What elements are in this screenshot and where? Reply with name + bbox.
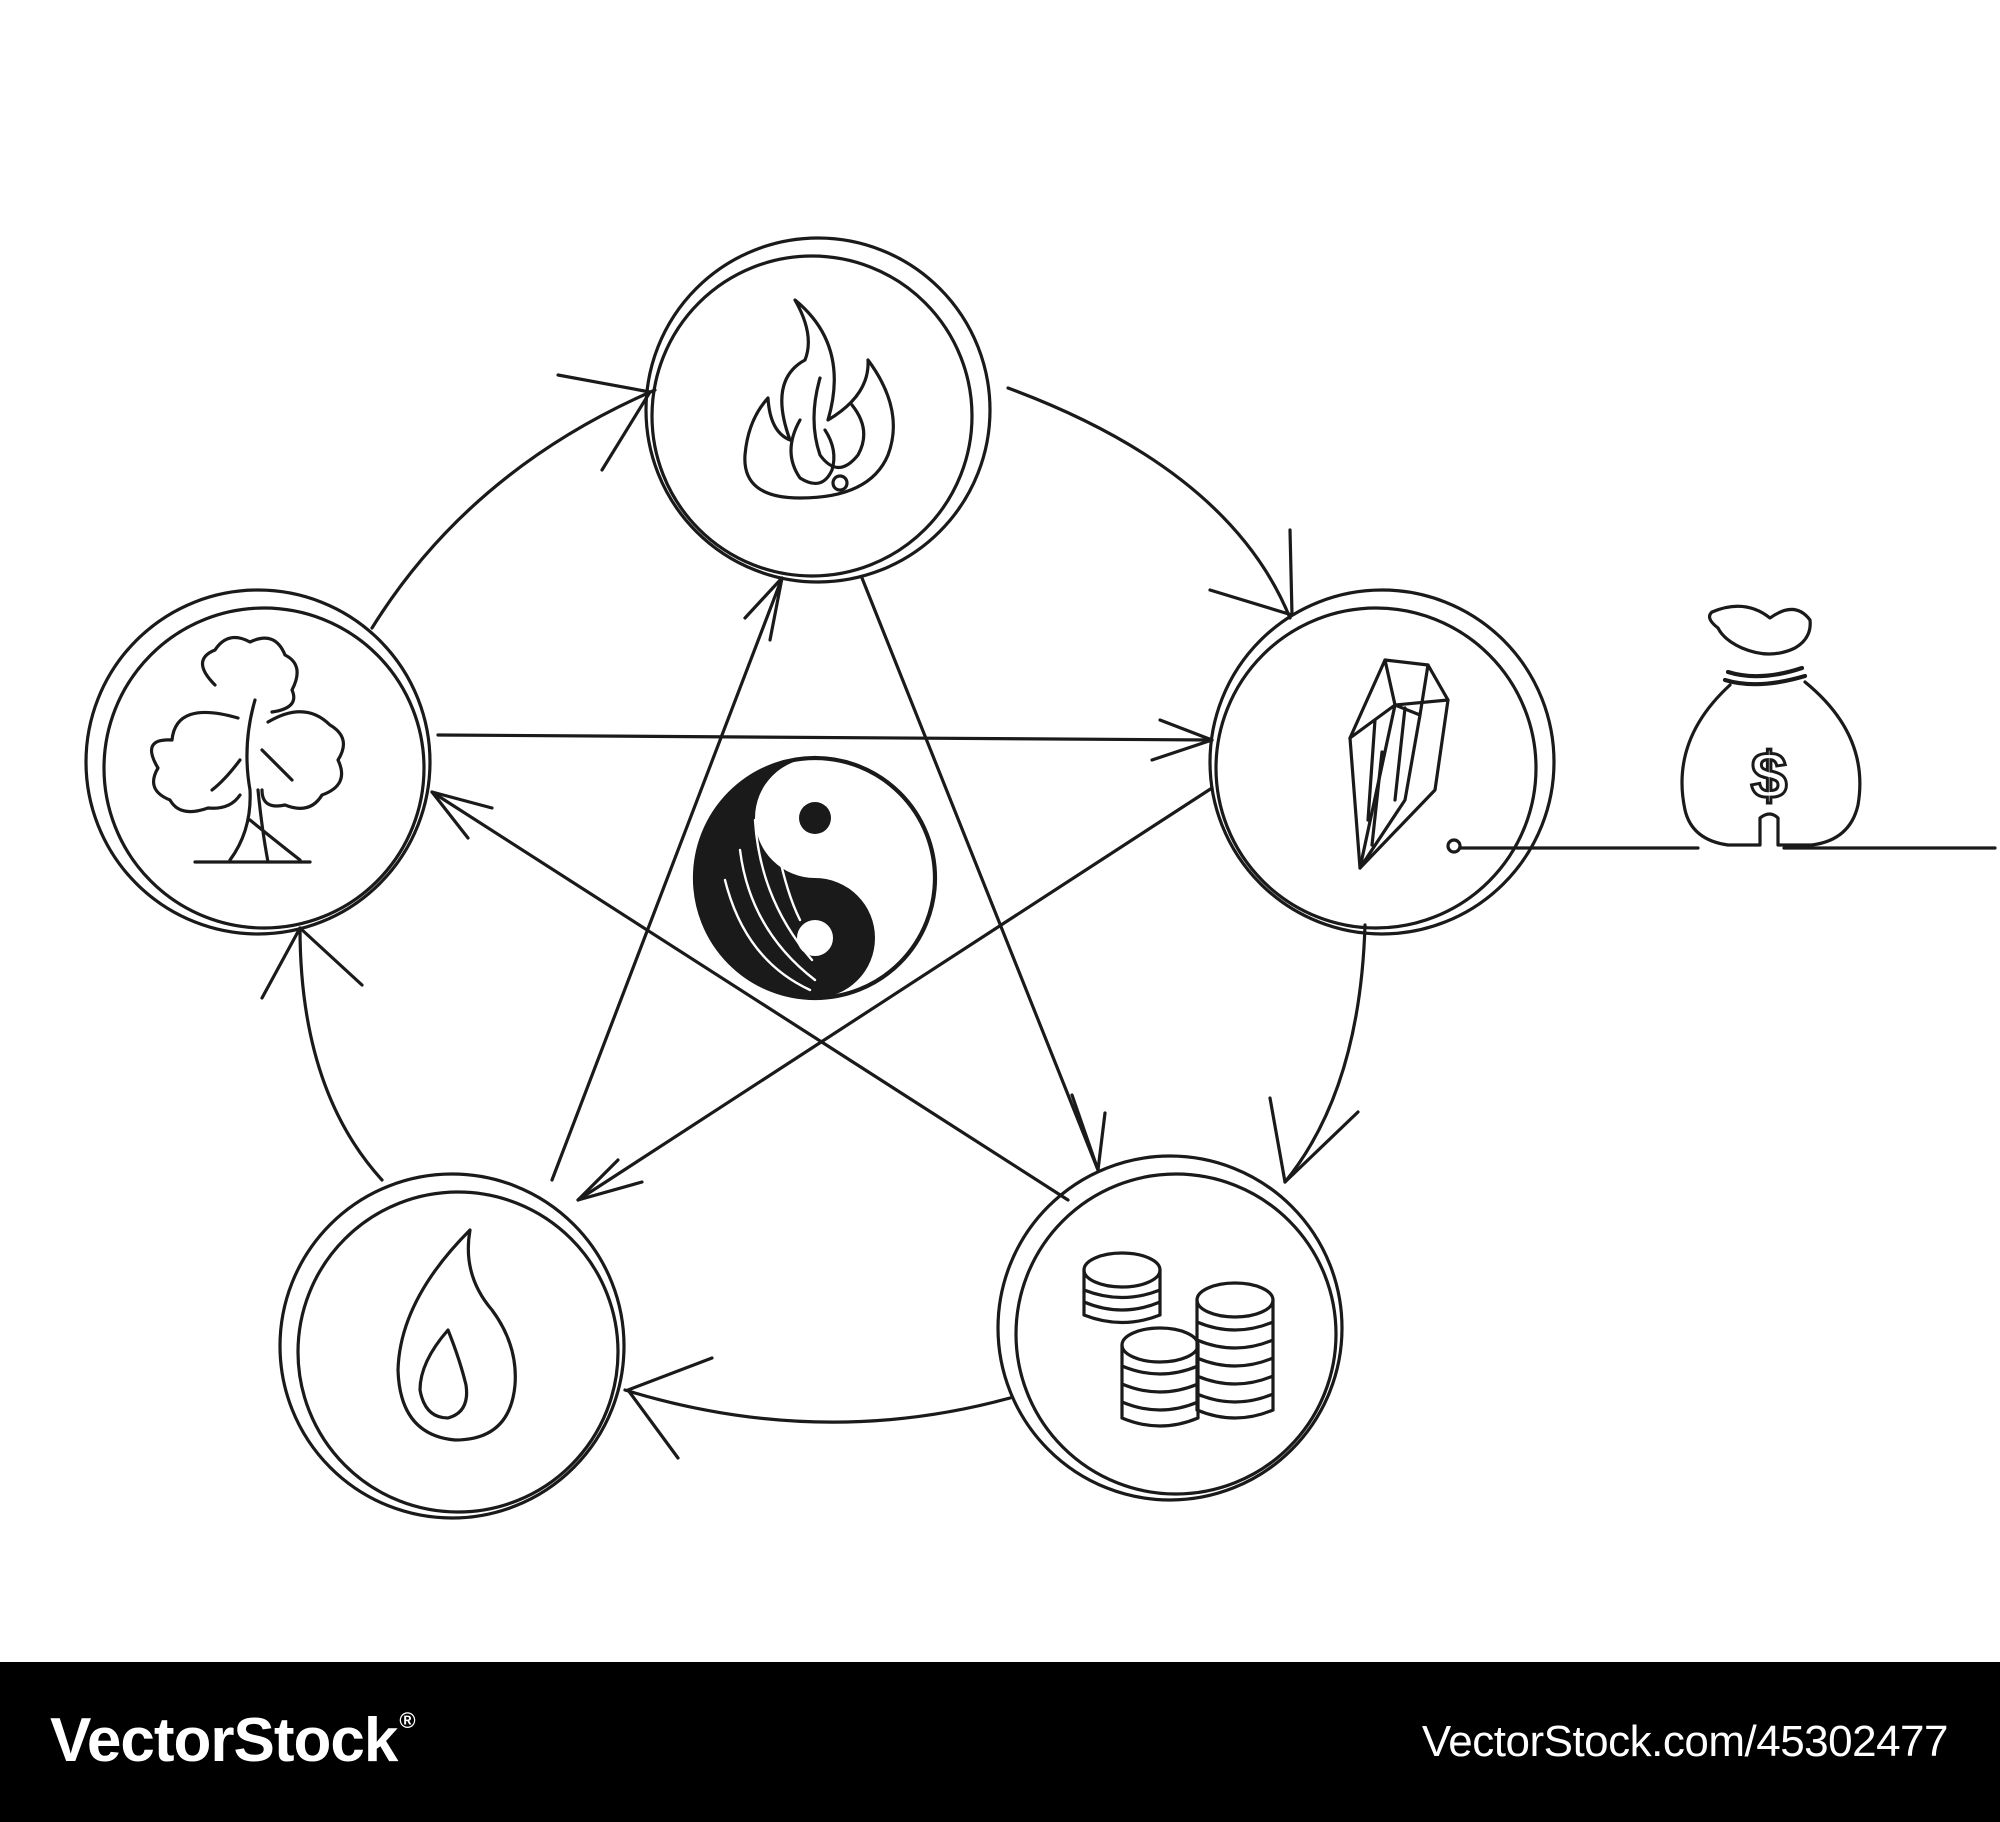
element-metal-ring-outer bbox=[1208, 588, 1556, 936]
tree-canopy-top bbox=[200, 635, 299, 714]
element-coins-ring-outer bbox=[996, 1154, 1344, 1502]
cycle-arrowhead-fire-metal bbox=[1208, 528, 1294, 617]
star-line-fire-coins bbox=[860, 576, 1100, 1172]
star-arrowhead-metal-water bbox=[576, 1158, 644, 1202]
element-wood-ring-inner bbox=[102, 606, 426, 930]
brand-name: VectorStock bbox=[50, 1706, 398, 1775]
vectorstock-logo: VectorStock® bbox=[50, 1708, 416, 1772]
element-coins-ring-inner bbox=[1014, 1172, 1338, 1496]
yin-yang-icon bbox=[692, 755, 938, 1001]
element-water-ring-inner bbox=[296, 1190, 620, 1514]
element-fire bbox=[644, 236, 992, 584]
drop-outer bbox=[396, 1228, 517, 1442]
element-metal bbox=[1208, 588, 1556, 936]
registered-mark: ® bbox=[399, 1708, 415, 1733]
money-bag-top bbox=[1707, 604, 1812, 656]
cycle-arc-metal-coins bbox=[1283, 923, 1367, 1184]
flame-core bbox=[831, 474, 849, 492]
image-id-url: VectorStock.com/45302477 bbox=[1421, 1717, 1949, 1766]
money-bag-symbol: $ bbox=[1751, 738, 1788, 812]
tree-icon bbox=[149, 635, 346, 864]
element-circles bbox=[84, 236, 1556, 1520]
cycle-arrowhead-coins-water bbox=[626, 1356, 714, 1460]
money-bag-tie bbox=[1722, 665, 1808, 687]
crystal-detail bbox=[1370, 750, 1384, 847]
coin-right-top bbox=[1195, 1281, 1275, 1319]
element-coins bbox=[996, 1154, 1344, 1502]
element-water bbox=[278, 1172, 626, 1520]
flame-mid bbox=[812, 376, 866, 470]
crystal-facets bbox=[1358, 658, 1430, 870]
cycle-arc-fire-metal bbox=[1006, 386, 1292, 620]
element-metal-ring-inner bbox=[1214, 606, 1538, 930]
tree-canopy-right bbox=[260, 710, 346, 810]
coin-left-stack bbox=[1082, 1268, 1162, 1325]
connector-dot bbox=[1446, 838, 1462, 854]
star-arrowhead-coins-wood bbox=[430, 790, 494, 840]
element-wood bbox=[84, 588, 432, 936]
element-wood-ring-outer bbox=[84, 588, 432, 936]
cycle-arrowhead-water-wood bbox=[260, 926, 364, 1000]
cycle-arrowhead-wood-fire bbox=[556, 373, 652, 472]
cycle-arc-coins-water bbox=[623, 1388, 1012, 1424]
element-fire-ring-outer bbox=[644, 236, 992, 584]
star-line-water-fire bbox=[550, 576, 784, 1182]
coins-stack-icon bbox=[1082, 1251, 1275, 1428]
water-drop-icon bbox=[396, 1228, 517, 1442]
star-arrowhead-fire-coins bbox=[1070, 1093, 1107, 1172]
star-line-wood-metal bbox=[436, 733, 1214, 742]
coin-middle-stack bbox=[1120, 1343, 1200, 1428]
drop-inner bbox=[418, 1328, 469, 1420]
watermark-bar: VectorStock® VectorStock.com/45302477 bbox=[0, 1662, 2000, 1822]
tree-canopy-left bbox=[149, 710, 242, 814]
cycle-arc-water-wood bbox=[298, 926, 384, 1182]
yin-yang-swirls bbox=[723, 798, 817, 992]
star-arrows bbox=[430, 576, 1214, 1202]
yang-eye bbox=[799, 802, 831, 834]
element-fire-ring-inner bbox=[650, 254, 974, 578]
money-bag-icon: $ bbox=[1680, 604, 1862, 847]
star-line-metal-water bbox=[576, 786, 1214, 1202]
crystal-icon bbox=[1348, 658, 1462, 870]
cycle-arrowhead-metal-coins bbox=[1268, 1096, 1360, 1184]
star-line-coins-wood bbox=[430, 790, 1070, 1202]
flame-inner bbox=[789, 418, 836, 486]
cycle-arc-wood-fire bbox=[370, 388, 657, 630]
five-elements-diagram: $ bbox=[84, 236, 1997, 1520]
element-water-ring-outer bbox=[278, 1172, 626, 1520]
money-bag-body bbox=[1680, 680, 1862, 847]
flame-icon bbox=[743, 298, 895, 500]
coin-middle-top bbox=[1120, 1326, 1200, 1364]
coin-left-top bbox=[1082, 1251, 1162, 1289]
tree-trunk bbox=[210, 698, 302, 864]
yin-eye bbox=[793, 916, 837, 960]
flame-outer bbox=[743, 298, 895, 500]
cycle-arrows bbox=[260, 373, 1367, 1460]
